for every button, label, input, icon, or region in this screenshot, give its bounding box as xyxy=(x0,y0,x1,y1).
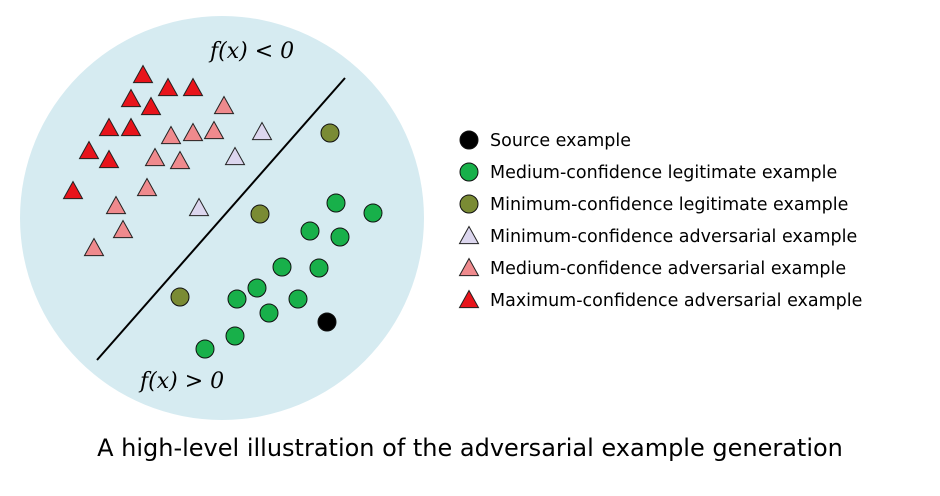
legend-marker-medium-legit xyxy=(459,162,479,182)
region-upper-label-text: f(x) < 0 xyxy=(208,39,294,64)
adversarial-diagram: f(x) < 0 f(x) > 0 Source exampleMedium-c… xyxy=(20,16,862,420)
legend-marker-minimum-adv xyxy=(458,225,480,245)
minimum-legitimate-marker xyxy=(320,123,340,143)
medium-adversarial-marker xyxy=(105,195,127,215)
legend-label: Maximum-confidence adversarial example xyxy=(490,291,862,311)
region-upper-label: f(x) < 0 xyxy=(208,39,294,64)
minimum-legitimate-marker xyxy=(170,287,190,307)
legend-marker-maximum-adv xyxy=(458,289,480,309)
medium-adversarial-marker xyxy=(144,147,166,167)
caption: A high-level illustration of the adversa… xyxy=(97,434,843,462)
minimum-adversarial-marker xyxy=(188,197,210,217)
maximum-adversarial-marker xyxy=(98,149,120,169)
legend-marker-medium-adv xyxy=(458,257,480,277)
medium-legitimate-marker xyxy=(225,326,245,346)
medium-legitimate-marker xyxy=(247,278,267,298)
legend-label: Source example xyxy=(490,131,631,151)
medium-adversarial-marker xyxy=(83,237,105,257)
medium-adversarial-marker xyxy=(112,219,134,239)
region-lower-label-text: f(x) > 0 xyxy=(138,369,224,394)
maximum-adversarial-marker xyxy=(132,64,154,84)
medium-legitimate-marker xyxy=(272,257,292,277)
medium-legitimate-marker xyxy=(326,193,346,213)
region-lower-label: f(x) > 0 xyxy=(138,369,224,394)
decision-boundary xyxy=(96,77,346,361)
legend-marker-minimum-legit xyxy=(459,194,479,214)
source-marker xyxy=(317,312,337,332)
medium-adversarial-marker xyxy=(160,125,182,145)
legend-label: Minimum-confidence adversarial example xyxy=(490,227,857,247)
medium-legitimate-marker xyxy=(309,258,329,278)
legend-marker-source xyxy=(459,130,479,150)
maximum-adversarial-marker xyxy=(157,77,179,97)
minimum-adversarial-marker xyxy=(251,121,273,141)
medium-legitimate-marker xyxy=(288,289,308,309)
medium-adversarial-marker xyxy=(213,95,235,115)
maximum-adversarial-marker xyxy=(120,117,142,137)
legend-label: Medium-confidence legitimate example xyxy=(490,163,837,183)
example-markers xyxy=(62,64,383,359)
legend-label: Minimum-confidence legitimate example xyxy=(490,195,848,215)
medium-adversarial-marker xyxy=(182,122,204,142)
maximum-adversarial-marker xyxy=(182,77,204,97)
minimum-adversarial-marker xyxy=(224,146,246,166)
legend-label: Medium-confidence adversarial example xyxy=(490,259,846,279)
medium-legitimate-marker xyxy=(195,339,215,359)
medium-legitimate-marker xyxy=(227,289,247,309)
maximum-adversarial-marker xyxy=(98,117,120,137)
medium-legitimate-marker xyxy=(363,203,383,223)
maximum-adversarial-marker xyxy=(78,140,100,160)
minimum-legitimate-marker xyxy=(250,204,270,224)
maximum-adversarial-marker xyxy=(120,88,142,108)
medium-legitimate-marker xyxy=(300,221,320,241)
medium-adversarial-marker xyxy=(136,177,158,197)
maximum-adversarial-marker xyxy=(140,96,162,116)
medium-legitimate-marker xyxy=(330,227,350,247)
medium-adversarial-marker xyxy=(169,150,191,170)
medium-adversarial-marker xyxy=(203,120,225,140)
maximum-adversarial-marker xyxy=(62,180,84,200)
medium-legitimate-marker xyxy=(259,303,279,323)
